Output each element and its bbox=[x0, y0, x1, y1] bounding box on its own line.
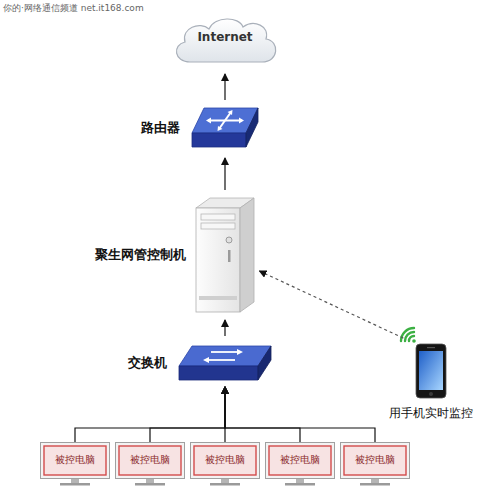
icon-face bbox=[258, 346, 271, 380]
monitor-frame bbox=[41, 443, 110, 479]
monitor-neck bbox=[221, 479, 229, 483]
network-link bbox=[224, 74, 225, 100]
node-shape bbox=[196, 198, 254, 312]
phone-speaker bbox=[427, 347, 435, 348]
controlled-pc-monitor: 被控电脑 bbox=[340, 442, 410, 486]
monitor-base bbox=[285, 483, 315, 486]
network-link bbox=[225, 387, 300, 442]
switch-arrows bbox=[203, 349, 243, 363]
switch-body bbox=[179, 346, 271, 380]
network-link bbox=[150, 387, 225, 442]
node-shape bbox=[177, 344, 273, 382]
icon-face bbox=[179, 366, 258, 380]
drive-bay bbox=[201, 214, 235, 220]
node-label: Internet bbox=[170, 14, 280, 60]
monitor-neck bbox=[71, 479, 79, 483]
monitor-frame bbox=[116, 443, 185, 479]
phone-screen bbox=[419, 351, 443, 390]
network-link bbox=[225, 387, 375, 442]
icon-face bbox=[192, 133, 246, 147]
node-shape bbox=[190, 106, 260, 150]
controlled-pc-monitor: 被控电脑 bbox=[265, 442, 335, 486]
switch-icon: 交换机 bbox=[177, 344, 273, 382]
monitor-body bbox=[266, 443, 335, 486]
monitor-frame bbox=[266, 443, 335, 479]
network-link bbox=[224, 387, 225, 442]
node-label: 被控电脑 bbox=[115, 442, 185, 478]
home-button bbox=[429, 392, 433, 396]
node-label: 被控电脑 bbox=[265, 442, 335, 478]
controlled-pc-monitor: 被控电脑 bbox=[190, 442, 260, 486]
tower-vent bbox=[199, 296, 237, 300]
node-label: 被控电脑 bbox=[340, 442, 410, 478]
watermark: 你的·网络通信频道 net.it168.com bbox=[3, 2, 144, 15]
icon-face bbox=[246, 108, 258, 147]
network-link bbox=[75, 387, 225, 442]
node-label: 交换机 bbox=[128, 355, 167, 371]
tower-body bbox=[196, 198, 254, 312]
monitor-body bbox=[191, 443, 260, 486]
network-link bbox=[224, 320, 225, 336]
monitor-body bbox=[41, 443, 110, 486]
tower-front bbox=[196, 208, 240, 312]
wifi-signal-symbol bbox=[401, 328, 416, 343]
monitor-base bbox=[360, 483, 390, 486]
router-arrows bbox=[206, 110, 244, 131]
controlled-pc-monitor: 被控电脑 bbox=[115, 442, 185, 486]
icon-face bbox=[240, 198, 254, 312]
drive-bay bbox=[201, 223, 235, 229]
monitor-neck bbox=[371, 479, 379, 483]
front-port bbox=[228, 250, 231, 262]
monitor-base bbox=[60, 483, 90, 486]
mobile-phone: 用手机实时监控 bbox=[416, 344, 446, 398]
monitor-frame bbox=[191, 443, 260, 479]
node-shape bbox=[416, 344, 446, 398]
power-button bbox=[226, 237, 232, 243]
monitor-frame bbox=[341, 443, 410, 479]
pc-tower: 聚生网管控制机 bbox=[196, 198, 254, 312]
monitor-body bbox=[116, 443, 185, 486]
internet-cloud: Internet bbox=[170, 14, 280, 66]
node-label: 被控电脑 bbox=[40, 442, 110, 478]
monitor-base bbox=[135, 483, 165, 486]
monitor-body bbox=[341, 443, 410, 486]
monitoring-link bbox=[259, 271, 403, 338]
network-link bbox=[224, 158, 225, 190]
node-label: 聚生网管控制机 bbox=[95, 247, 186, 263]
monitor-neck bbox=[296, 479, 304, 483]
router-body bbox=[192, 108, 258, 147]
node-label: 被控电脑 bbox=[190, 442, 260, 478]
router-icon: 路由器 bbox=[190, 106, 260, 150]
controlled-pc-monitor: 被控电脑 bbox=[40, 442, 110, 486]
phone-body bbox=[416, 344, 446, 398]
node-label: 路由器 bbox=[141, 120, 180, 136]
phone-case bbox=[416, 344, 446, 398]
monitor-base bbox=[210, 483, 240, 486]
node-label: 用手机实时监控 bbox=[389, 406, 473, 420]
monitor-neck bbox=[146, 479, 154, 483]
icon-face bbox=[179, 346, 271, 366]
